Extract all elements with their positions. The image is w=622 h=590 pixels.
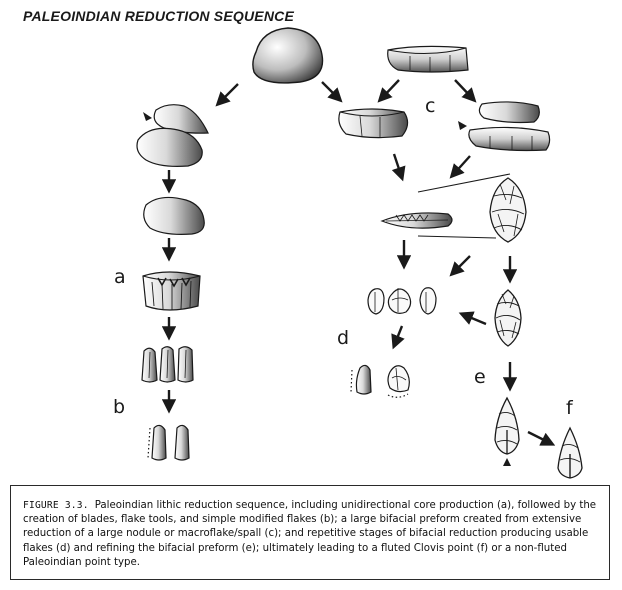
refined-preform-icon — [494, 289, 522, 347]
thinning-flake-icon — [367, 288, 385, 315]
arrow-flake-to-preform — [391, 153, 406, 182]
preform-face-icon — [489, 177, 527, 243]
blade-core-icon — [142, 271, 201, 311]
arrow-preform-to-d — [458, 311, 487, 326]
stage-label-c: c — [425, 95, 435, 117]
reduction-diagram: a b — [113, 27, 583, 479]
thinning-flake-icon — [387, 288, 412, 314]
flute-strike-icon — [503, 458, 511, 466]
flake-tool-icon — [151, 424, 167, 461]
view-line-upper — [417, 173, 511, 193]
stage-label-a: a — [114, 266, 126, 288]
arrow-nodule-to-flake-center — [321, 81, 343, 103]
spall-flake-icon — [338, 108, 409, 139]
arrow-macroflake-right — [454, 79, 477, 103]
stage-label-f: f — [566, 397, 574, 419]
stage-label-b: b — [113, 396, 125, 418]
prepared-core-icon — [143, 196, 205, 235]
blades-group — [141, 346, 194, 383]
stage-label-e: e — [474, 366, 486, 388]
arrow-macroflake-left — [377, 79, 400, 103]
fluted-preform-icon — [494, 396, 520, 455]
arrow-nodule-to-core — [215, 83, 239, 107]
clovis-point-icon — [557, 426, 583, 479]
thinning-flake-icon — [419, 287, 437, 315]
modified-flakes-group — [350, 364, 410, 398]
preform-edge-icon — [380, 212, 453, 229]
arrow-spall-to-preform — [449, 155, 471, 179]
spall-upper-icon — [478, 101, 540, 124]
macroflake-icon — [387, 45, 469, 73]
modified-flake-icon — [387, 365, 410, 393]
core-bottom-half-icon — [136, 127, 203, 167]
spall-lower-icon — [468, 126, 551, 152]
flake-tools-group — [147, 424, 190, 461]
figure-title: PALEOINDIAN REDUCTION SEQUENCE — [23, 8, 294, 24]
strike-mark-icon — [143, 112, 152, 121]
thinning-flakes-group — [367, 287, 437, 315]
arrow-flakes-down — [391, 325, 405, 350]
view-line-lower — [417, 235, 497, 239]
caption-label: FIGURE 3.3. — [23, 500, 95, 511]
strike-mark-icon — [458, 121, 467, 130]
figure-caption: FIGURE 3.3. Paleoindian lithic reduction… — [10, 485, 610, 580]
caption-text: Paleoindian lithic reduction sequence, i… — [23, 500, 597, 568]
stage-label-d: d — [337, 327, 349, 349]
nodule-stone-icon — [252, 27, 324, 84]
arrow-face-to-flakes — [449, 255, 471, 277]
arrow-preform-to-point — [527, 430, 556, 446]
modified-flake-icon — [355, 364, 372, 395]
core-top-half-icon — [153, 104, 209, 134]
flake-tool-icon — [174, 424, 190, 461]
